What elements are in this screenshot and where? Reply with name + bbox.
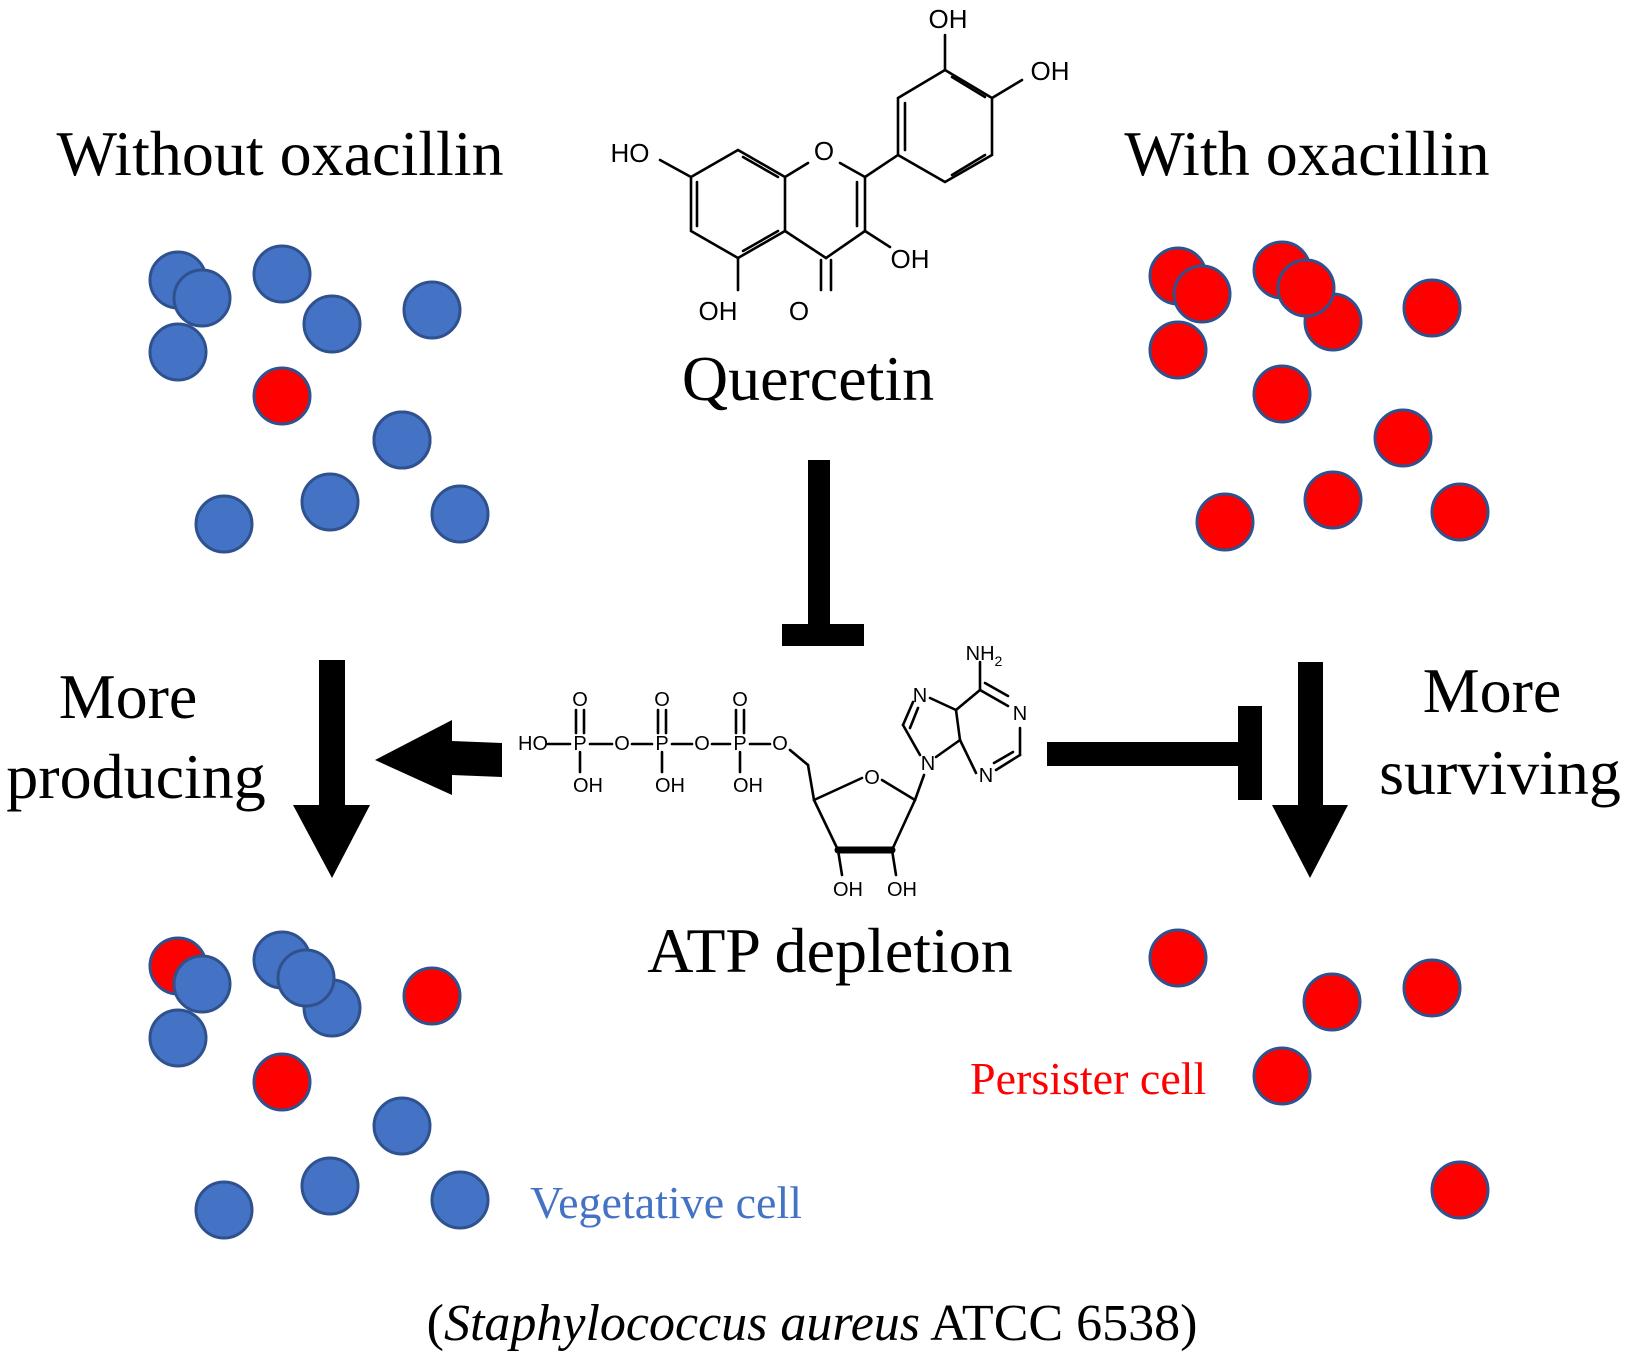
- atp-structure: HO P O OH O P O OH O P O OH O O: [518, 643, 1027, 901]
- persister-cell: [252, 366, 312, 426]
- inhibition-bar-vertical: [808, 460, 830, 625]
- persister-cell: [1430, 482, 1490, 542]
- chem-label-oh: OH: [573, 775, 603, 797]
- chem-label-oh: OH: [833, 879, 863, 901]
- chem-label-oh: OH: [1031, 56, 1070, 86]
- chem-label-o: O: [694, 733, 710, 755]
- more-surviving-line2: surviving: [1379, 737, 1621, 808]
- vegetative-cell: [300, 472, 360, 532]
- persister-cell: [1302, 972, 1362, 1032]
- title-without-oxacillin: Without oxacillin: [56, 118, 503, 189]
- legend-persister-cell: Persister cell: [970, 1053, 1206, 1104]
- caption-open-paren: (: [427, 1295, 444, 1352]
- vegetative-cell: [148, 1008, 208, 1068]
- persister-cell: [1430, 1160, 1490, 1220]
- chem-label-oh: OH: [929, 4, 968, 34]
- persister-cell: [1276, 258, 1336, 318]
- more-producing-line2: producing: [6, 741, 266, 812]
- arrow-down-left: [293, 660, 370, 878]
- vegetative-cell: [372, 1096, 432, 1156]
- arrow-down-right: [1272, 662, 1348, 878]
- persister-cell: [1195, 492, 1255, 552]
- caption-strain: ATCC 6538): [920, 1295, 1197, 1352]
- chem-label-n: N: [979, 765, 993, 787]
- chem-label-n: N: [913, 685, 927, 707]
- quercetin-label: Quercetin: [682, 343, 934, 414]
- title-with-oxacillin: With oxacillin: [1124, 118, 1489, 189]
- legend-vegetative-cell: Vegetative cell: [530, 1177, 802, 1228]
- persister-cell: [1402, 278, 1462, 338]
- species-caption: (Staphylococcus aureus ATCC 6538): [427, 1295, 1198, 1352]
- chem-label-oh: OH: [887, 879, 917, 901]
- chem-label-nh2: NH2: [966, 643, 1003, 669]
- persister-cell: [1148, 320, 1208, 380]
- chem-label-o: O: [814, 136, 834, 166]
- quercetin-structure: O OH OH HO OH OH O: [611, 4, 1070, 326]
- persister-cell: [402, 966, 462, 1026]
- vegetative-cell: [276, 948, 336, 1008]
- cells-top-left: [148, 244, 490, 554]
- chem-label-n: N: [921, 753, 935, 775]
- caption-species: Staphylococcus aureus: [444, 1295, 920, 1352]
- vegetative-cell: [194, 1180, 254, 1240]
- chem-label-o: O: [614, 733, 630, 755]
- more-producing-line1: More: [59, 661, 198, 732]
- persister-cell: [1252, 364, 1312, 424]
- chem-label-nh: NH: [966, 643, 995, 665]
- chem-label-subscript: 2: [995, 653, 1003, 669]
- chem-label-o: O: [789, 296, 809, 326]
- persister-cell: [1172, 264, 1232, 324]
- persister-cell: [1373, 408, 1433, 468]
- persister-cell: [1252, 1046, 1312, 1106]
- vegetative-cell: [430, 1170, 490, 1230]
- chem-label-p: P: [655, 733, 668, 755]
- cells-bottom-right: [1148, 928, 1490, 1220]
- vegetative-cell: [194, 494, 254, 554]
- chem-label-ho: HO: [611, 138, 650, 168]
- chem-label-o: O: [772, 733, 788, 755]
- chem-label-oh: OH: [891, 244, 930, 274]
- vegetative-cell: [148, 322, 208, 382]
- persister-cell: [1148, 928, 1208, 988]
- persister-cell: [1402, 958, 1462, 1018]
- cells-bottom-left: [148, 930, 490, 1240]
- more-surviving-label: More surviving: [1379, 655, 1621, 808]
- vegetative-cell: [402, 280, 462, 340]
- chem-label-oh: OH: [699, 296, 738, 326]
- chem-label-oh: OH: [655, 775, 685, 797]
- vegetative-cell: [252, 244, 312, 304]
- vegetative-cell: [300, 1156, 360, 1216]
- arrow-left-to-producing: [375, 720, 502, 795]
- chem-label-p: P: [573, 733, 586, 755]
- chem-label-o: O: [864, 767, 880, 789]
- persister-cell: [1303, 470, 1363, 530]
- chem-label-o: O: [572, 689, 588, 711]
- cells-top-right: [1148, 240, 1490, 552]
- atp-depletion-label: ATP depletion: [647, 915, 1013, 986]
- inhibition-bar-cap: [782, 624, 864, 646]
- vegetative-cell: [302, 294, 362, 354]
- inhibition-bar-cap-right: [1238, 706, 1262, 800]
- more-surviving-line1: More: [1423, 655, 1562, 726]
- chem-label-n: N: [1013, 703, 1027, 725]
- chem-label-ho: HO: [518, 733, 548, 755]
- chem-label-p: P: [733, 733, 746, 755]
- vegetative-cell: [372, 410, 432, 470]
- vegetative-cell: [172, 268, 232, 328]
- vegetative-cell: [430, 484, 490, 544]
- inhibition-bar-horizontal: [1047, 742, 1239, 766]
- persister-cell: [252, 1052, 312, 1112]
- vegetative-cell: [172, 954, 232, 1014]
- chem-label-oh: OH: [733, 775, 763, 797]
- more-producing-label: More producing: [6, 661, 266, 812]
- chem-label-o: O: [732, 689, 748, 711]
- chem-label-o: O: [654, 689, 670, 711]
